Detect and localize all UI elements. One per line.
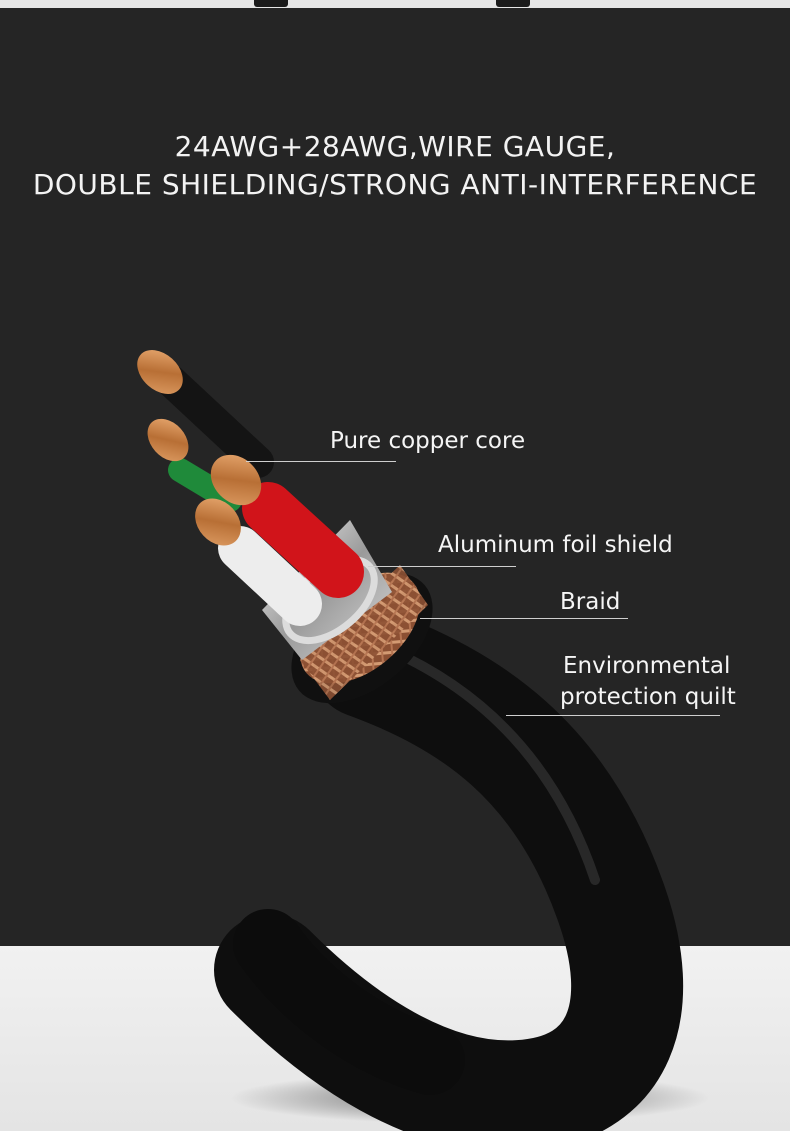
callout-foil-shield: Aluminum foil shield: [438, 532, 673, 558]
dark-background-panel: [0, 8, 790, 946]
copper-strands-red: [210, 454, 262, 506]
copper-strands-black: [137, 350, 183, 394]
cable-jacket-highlight: [385, 645, 600, 885]
copper-strands-white: [195, 498, 241, 546]
top-strip: [0, 0, 790, 8]
leader-copper-core: [246, 461, 396, 462]
wire-red: [242, 482, 364, 598]
wire-white: [218, 526, 322, 626]
callout-copper-core: Pure copper core: [330, 428, 526, 454]
leader-foil-shield: [368, 566, 516, 567]
cable-stub-right: [496, 0, 530, 7]
wire-black: [154, 364, 274, 478]
callout-braid: Braid: [560, 589, 621, 615]
headline-shielding: DOUBLE SHIELDING/STRONG ANTI-INTERFERENC…: [32, 168, 758, 201]
leader-braid: [420, 618, 628, 619]
callout-jacket-line1: Environmental: [563, 653, 731, 679]
copper-strands-green: [147, 418, 189, 462]
headline-wire-gauge: 24AWG+28AWG,WIRE GAUGE,: [174, 130, 616, 163]
cable-stub-left: [254, 0, 288, 7]
leader-jacket: [506, 715, 720, 716]
cable-tail: [233, 909, 465, 1095]
callout-jacket-line2: protection quilt: [560, 684, 736, 710]
braid-band: [300, 565, 428, 700]
